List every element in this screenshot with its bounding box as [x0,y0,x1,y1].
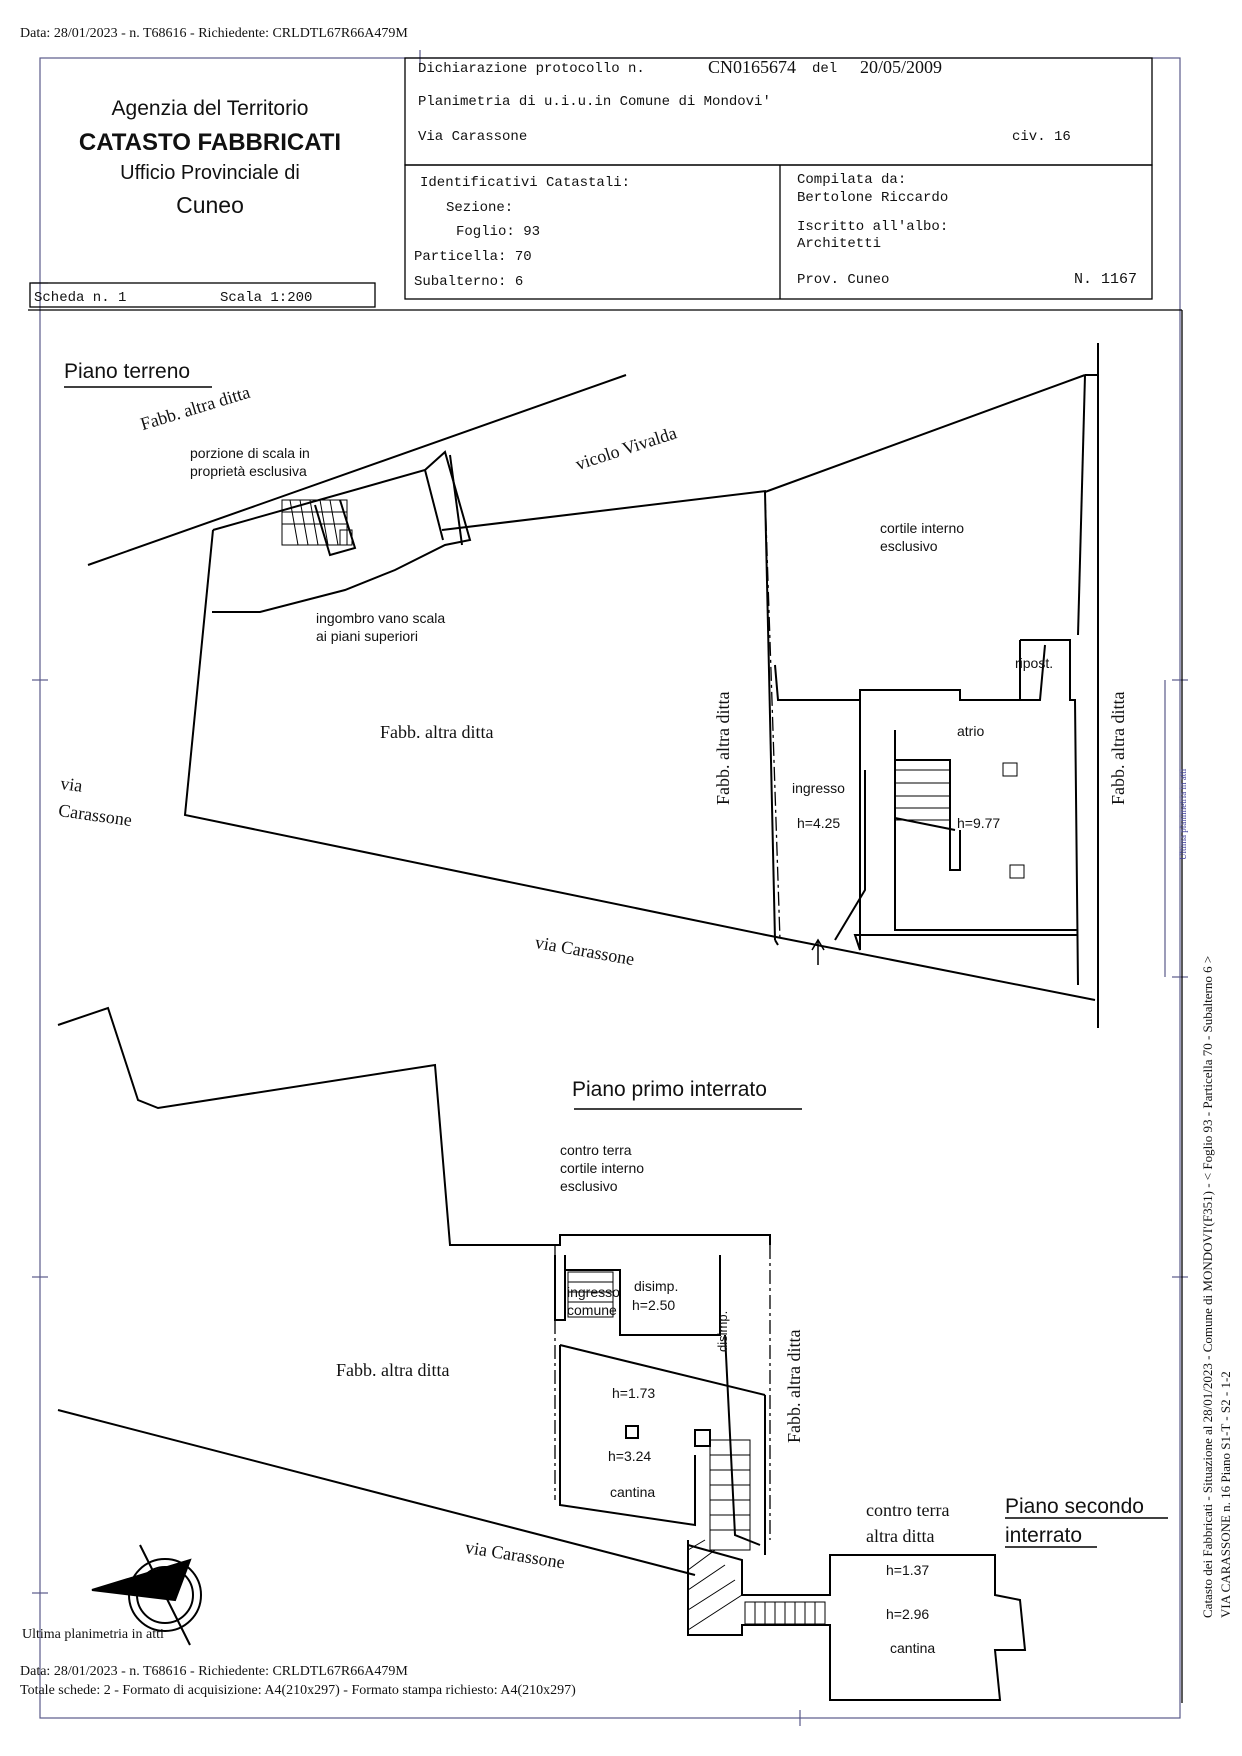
second-basement-lines [687,1540,1027,1701]
ingresso-height: h=4.25 [797,815,841,831]
ripostiglio-label: ripost. [1015,655,1054,671]
fabb-vertical-right: Fabb. altra ditta [1108,691,1128,805]
atrio-height: h=9.77 [957,815,1001,831]
ingombro-label-2: ai piani superiori [316,628,418,644]
fabb-basement-label: Fabb. altra ditta [336,1360,450,1380]
city-name: Cuneo [176,192,244,218]
fabb-vertical-left: Fabb. altra ditta [713,691,733,805]
protocol-date: 20/05/2009 [860,57,943,77]
boundary-dashdot-basement [554,1245,771,1540]
agency-name: Agenzia del Territorio [111,97,309,120]
ingresso-comune-label-1: ingresso [567,1284,620,1300]
first-basement-title: Piano primo interrato [572,1078,767,1101]
ident-title: Identificativi Catastali: [420,175,631,191]
scala-label: Scala 1:200 [220,290,313,306]
second-cantina-label: cantina [890,1640,936,1656]
header-boxes [28,57,1183,1703]
footer-format-line: Totale schede: 2 - Formato di acquisizio… [20,1683,576,1698]
street-label: Via Carassone [418,129,528,145]
via-left-label-1: via [59,773,84,796]
contro-label-1: contro terra [560,1142,632,1158]
atrio-label: atrio [957,723,985,739]
civic-number: civ. 16 [1012,129,1071,145]
contro-label-3: esclusivo [560,1178,618,1194]
compilata-name: Bertolone Riccardo [797,190,949,206]
planimetria-label: Planimetria di u.i.u.in Comune di Mondov… [418,94,771,110]
second-basement-title-1: Piano secondo [1005,1495,1144,1518]
side-stamp: Ultima planimetria in atti [1178,768,1188,860]
disimp-height: h=2.50 [632,1297,676,1313]
ingresso-label: ingresso [792,780,845,796]
second-cantina-height-1: h=1.37 [886,1562,930,1578]
cortile-label-1: cortile interno [880,520,965,536]
side-address-line: VIA CARASSONE n. 16 Piano S1-T - S2 - 1-… [1218,1371,1233,1618]
subalterno-label: Subalterno: 6 [414,274,524,290]
disimp-vertical: disimp. [715,1310,730,1352]
contro-label-2: cortile interno [560,1160,645,1176]
ultima-planimetria-label: Ultima planimetria in atti [22,1627,164,1642]
contro-altra-label-2: altra ditta [866,1526,935,1546]
cantina-height-2: h=3.24 [608,1448,652,1464]
contro-altra-label-1: contro terra [866,1500,950,1520]
porzione-label-1: porzione di scala in [190,445,310,461]
entrance-arrow [811,938,825,965]
stair-hatch-ground [281,499,1025,879]
second-cantina-height-2: h=2.96 [886,1606,930,1622]
catasto-title: CATASTO FABBRICATI [78,129,342,156]
ufficio-label: Ufficio Provinciale di [120,162,300,184]
cantina-height-1: h=1.73 [612,1385,656,1401]
fabb-center-label: Fabb. altra ditta [380,722,494,742]
disimp-label: disimp. [634,1278,679,1294]
cortile-label-2: esclusivo [880,538,938,554]
iscritto-label: Iscritto all'albo: [797,219,949,235]
sezione-label: Sezione: [446,200,514,216]
second-basement-hatch [687,1539,826,1631]
ingresso-comune-label-2: comune [567,1302,617,1318]
protocol-number: CN0165674 [708,57,797,77]
albo-number: N. 1167 [1074,271,1138,288]
second-basement-title-2: interrato [1005,1524,1083,1547]
footer-request-line: Data: 28/01/2023 - n. T68616 - Richieden… [20,1664,408,1679]
prov-label: Prov. Cuneo [797,272,890,288]
stair-hatch-basement [567,1271,751,1551]
particella-label: Particella: 70 [414,249,532,265]
first-basement-lines [57,1006,771,1576]
ground-floor-title: Piano terreno [64,360,191,383]
compilata-label: Compilata da: [797,172,907,188]
scheda-label: Scheda n. 1 [34,290,127,306]
porzione-label-2: proprietà esclusiva [190,463,307,479]
iscritto-value: Architetti [797,236,882,252]
side-situation-line: Catasto dei Fabbricati - Situazione al 2… [1200,955,1215,1618]
del-label: del [812,61,838,77]
top-request-line: Data: 28/01/2023 - n. T68616 - Richieden… [20,26,408,41]
page-frame [32,50,1188,1726]
foglio-label: Foglio: 93 [456,224,541,240]
boundary-dashdot [184,380,1099,1020]
fabb-basement-vertical: Fabb. altra ditta [784,1329,804,1443]
dichiarazione-label: Dichiarazione protocollo n. [418,61,645,77]
north-arrow-icon [91,1544,202,1646]
cantina-label: cantina [610,1484,656,1500]
title-underlines [64,386,1168,1548]
ingombro-label-1: ingombro vano scala [316,610,446,626]
